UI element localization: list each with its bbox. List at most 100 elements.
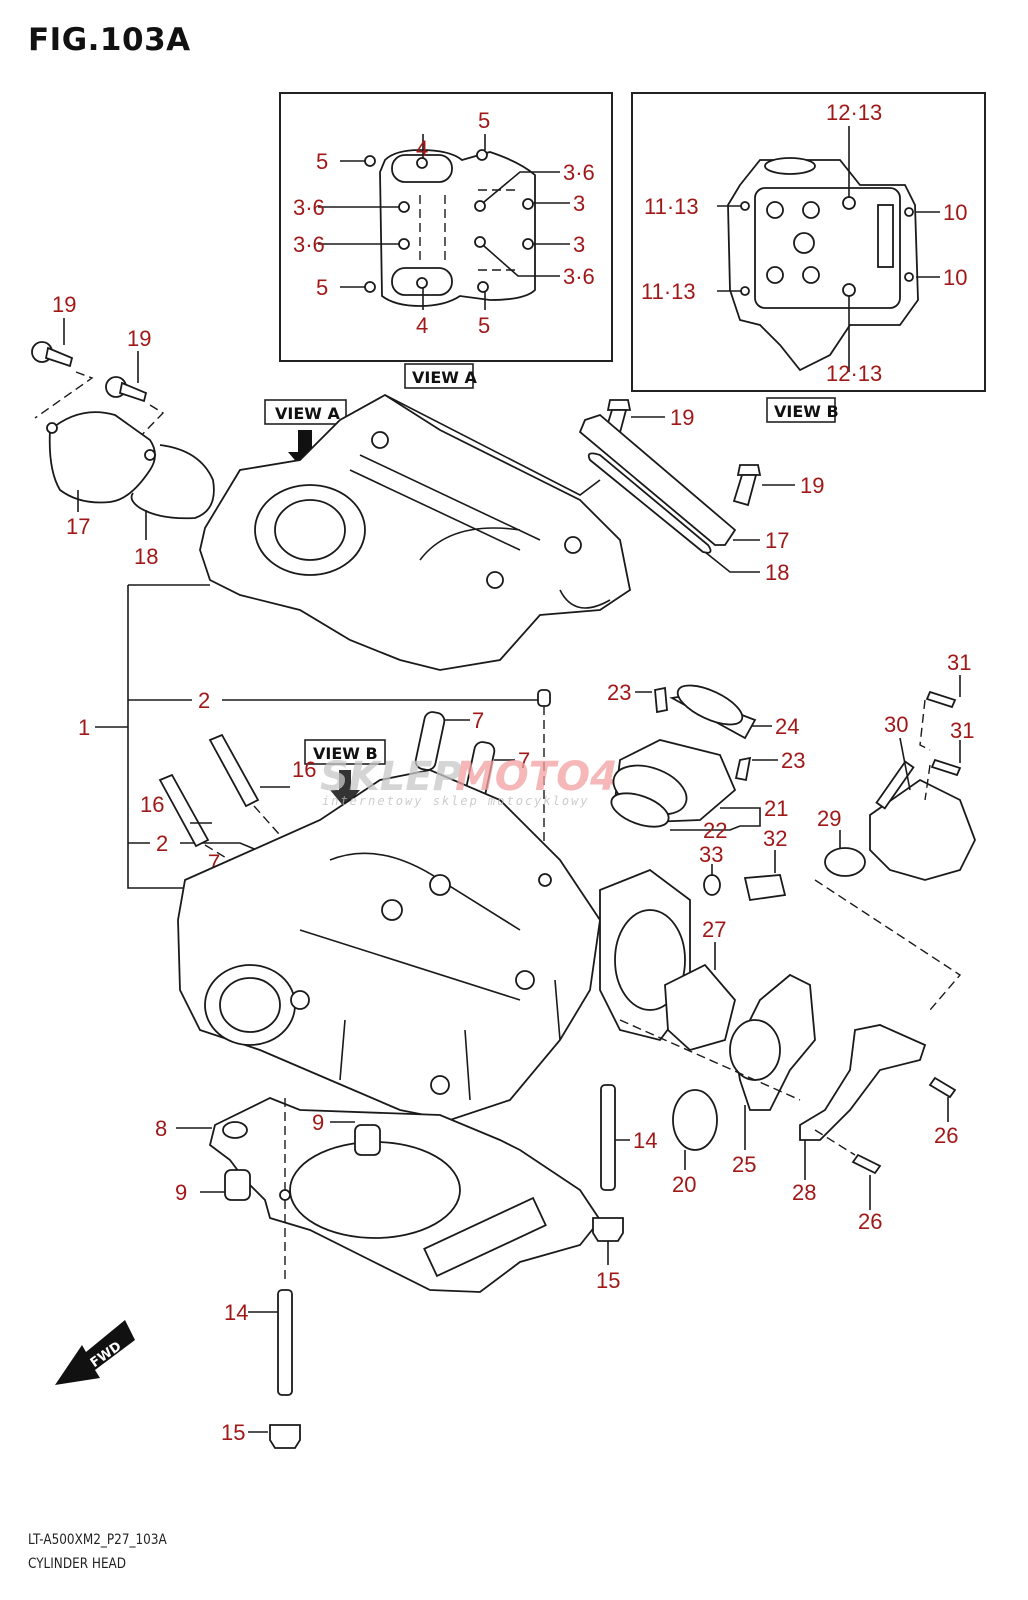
callout: 7 [472, 708, 484, 733]
callout: 17 [66, 514, 90, 539]
callout: 18 [134, 544, 158, 569]
rear-cover-leaders [631, 416, 795, 573]
spark-plug-16-b [208, 733, 260, 808]
head-cover-boss [371, 431, 389, 449]
bolt-31 [925, 690, 957, 709]
view-b-port [764, 157, 816, 175]
view-a-head-outline [379, 149, 536, 307]
callout: 19 [800, 473, 824, 498]
callout: 4 [416, 136, 428, 161]
cylinder-head-cover [199, 393, 632, 671]
view-b-holes [740, 196, 914, 297]
callout: 3·6 [563, 264, 595, 289]
callout: 16 [292, 757, 316, 782]
bolt-19-a [31, 341, 74, 368]
callout: 23 [781, 748, 805, 773]
gasket-group: 8 9 9 14 15 14 15 [155, 1084, 657, 1449]
bolt-23 [734, 756, 752, 782]
head-cover-boss [564, 536, 582, 554]
dowel-pin-9 [354, 1124, 381, 1156]
callout: 17 [765, 528, 789, 553]
holder-30 [869, 778, 976, 881]
head-cover-port-inner [274, 499, 346, 561]
callout: 33 [699, 842, 723, 867]
callout: 31 [950, 718, 974, 743]
view-b-tag: VIEW B [774, 402, 839, 421]
callout: 32 [763, 826, 787, 851]
bolt-26 [928, 1076, 957, 1099]
callout: 2 [156, 831, 168, 856]
head-cover-top-edge [384, 394, 601, 496]
head-cover-boss [486, 571, 504, 589]
view-b-cam-cover-face [754, 187, 901, 309]
view-a-tag: VIEW A [412, 368, 477, 387]
bolt-31 [930, 758, 962, 777]
callout: 2 [198, 688, 210, 713]
clamp-24-ring [676, 684, 744, 726]
thermostat-27 [664, 963, 736, 1052]
callout: 22 [703, 818, 727, 843]
gasket-hole [279, 1189, 291, 1201]
callout: 15 [221, 1420, 245, 1445]
plug-leaders [190, 786, 290, 824]
valve-guide-leaders [228, 719, 515, 906]
callout: 28 [792, 1180, 816, 1205]
gasket-bore [289, 1141, 461, 1239]
intake-leaders [635, 691, 778, 831]
side-cover-group: 19 19 17 18 [31, 292, 215, 569]
stud-bolt-14 [277, 1289, 293, 1396]
view-b-pointer-box [304, 739, 386, 765]
callout: 21 [764, 796, 788, 821]
bolt-23 [654, 686, 668, 714]
exhaust-port-inner [219, 977, 281, 1033]
view-a-pointer-box [264, 399, 347, 425]
holder-group: 31 31 30 29 [817, 650, 976, 881]
callout: 26 [858, 1209, 882, 1234]
fwd-arrow-icon [55, 1320, 135, 1385]
gasket-slot [423, 1196, 547, 1278]
callout: 11·13 [641, 279, 696, 304]
callout: 10 [943, 265, 967, 290]
callout: 9 [312, 1110, 324, 1135]
holder-30-bar [875, 760, 915, 810]
head-boss [290, 990, 310, 1010]
callout: 4 [416, 313, 428, 338]
dowel-pin-2 [537, 689, 551, 707]
view-b-tag-box [766, 397, 836, 423]
callout: 14 [633, 1128, 657, 1153]
holder-alignment [919, 699, 931, 801]
callout: 18 [765, 560, 789, 585]
thermostat-leaders [684, 850, 949, 1210]
callout: 31 [947, 650, 971, 675]
side-cover-leaders [63, 318, 147, 540]
o-ring-22 [610, 792, 670, 828]
head-boss [538, 873, 552, 887]
bolt-26 [851, 1153, 882, 1175]
view-a-tag-box [404, 363, 474, 389]
callout: 24 [775, 714, 799, 739]
holder-leaders [839, 675, 961, 848]
callout: 12·13 [826, 100, 882, 125]
callout: 19 [670, 405, 694, 430]
callout: 11·13 [644, 194, 699, 219]
cylinder-head [177, 769, 601, 1121]
bracket-28 [799, 1024, 927, 1141]
view-a-holes [364, 149, 534, 293]
head-boss [429, 874, 451, 896]
head-cover-ribs [349, 454, 611, 609]
figure-name: CYLINDER HEAD [28, 1556, 127, 1572]
callout: 5 [478, 313, 490, 338]
callout: 19 [52, 292, 76, 317]
gasket-hole [222, 1121, 248, 1139]
view-a-pointer-label: VIEW A [275, 404, 340, 423]
view-b-leaders [717, 126, 940, 372]
view-a-inner-lines [419, 189, 520, 271]
fwd-arrow: FWD [55, 1320, 135, 1385]
nut-15 [269, 1424, 301, 1449]
head-cover-body [199, 393, 632, 671]
callout: 16 [140, 792, 164, 817]
cover-17 [48, 411, 156, 504]
callout: 9 [175, 1180, 187, 1205]
callout: 5 [478, 108, 490, 133]
cushion-29 [824, 847, 866, 877]
